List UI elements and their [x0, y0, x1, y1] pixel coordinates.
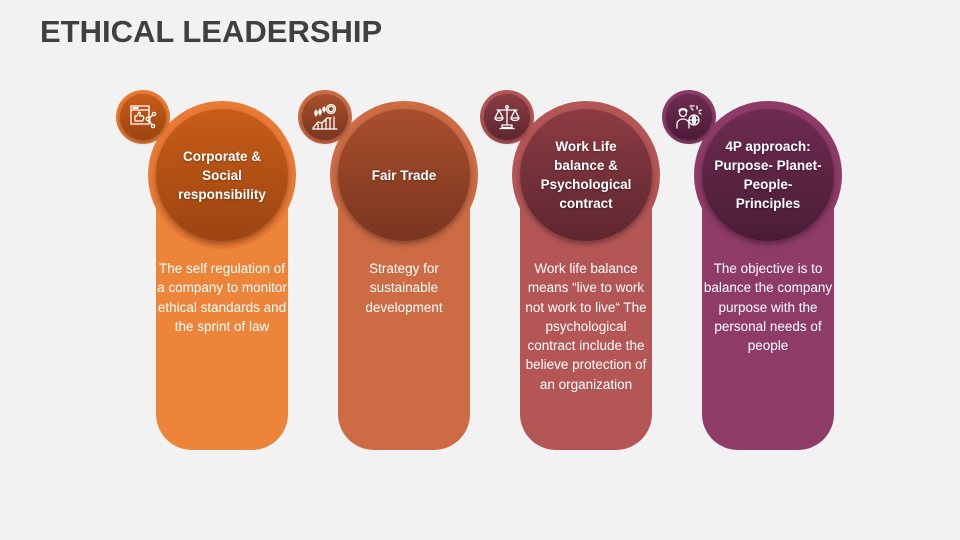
card-heading: Work Life balance & Psychological contra…: [540, 139, 632, 211]
icon-badge: [116, 90, 170, 144]
growth-chart-coin-icon: [302, 94, 348, 140]
card-4p-approach: 4P approach: Purpose- Planet- People- Pr…: [662, 0, 874, 540]
icon-badge: [662, 90, 716, 144]
icon-badge: [480, 90, 534, 144]
card-description: The objective is to balance the company …: [703, 261, 833, 354]
page-title: ETHICAL LEADERSHIP: [40, 14, 383, 49]
heading-circle: Corporate & Social responsibility: [156, 109, 288, 241]
heading-circle: Work Life balance & Psychological contra…: [520, 109, 652, 241]
heading-circle: 4P approach: Purpose- Planet- People- Pr…: [702, 109, 834, 241]
balance-scale-icon: [484, 94, 530, 140]
icon-badge: [298, 90, 352, 144]
card-description: Strategy for sustainable development: [365, 261, 443, 315]
card-corporate-social-responsibility: Corporate & Social responsibility The se…: [116, 0, 328, 540]
card-heading: Fair Trade: [371, 167, 437, 183]
card-description: The self regulation of a company to moni…: [157, 261, 287, 334]
heading-circle: Fair Trade: [338, 109, 470, 241]
social-media-like-share-icon: [120, 94, 166, 140]
card-work-life-balance: Work Life balance & Psychological contra…: [480, 0, 692, 540]
card-fair-trade: Fair Trade Strategy for sustainable deve…: [298, 0, 510, 540]
card-description: Work life balance means “live to work no…: [525, 261, 647, 392]
card-heading: 4P approach: Purpose- Planet- People- Pr…: [714, 139, 822, 211]
people-globe-gear-icon: [666, 94, 712, 140]
card-heading: Corporate & Social responsibility: [178, 148, 266, 202]
